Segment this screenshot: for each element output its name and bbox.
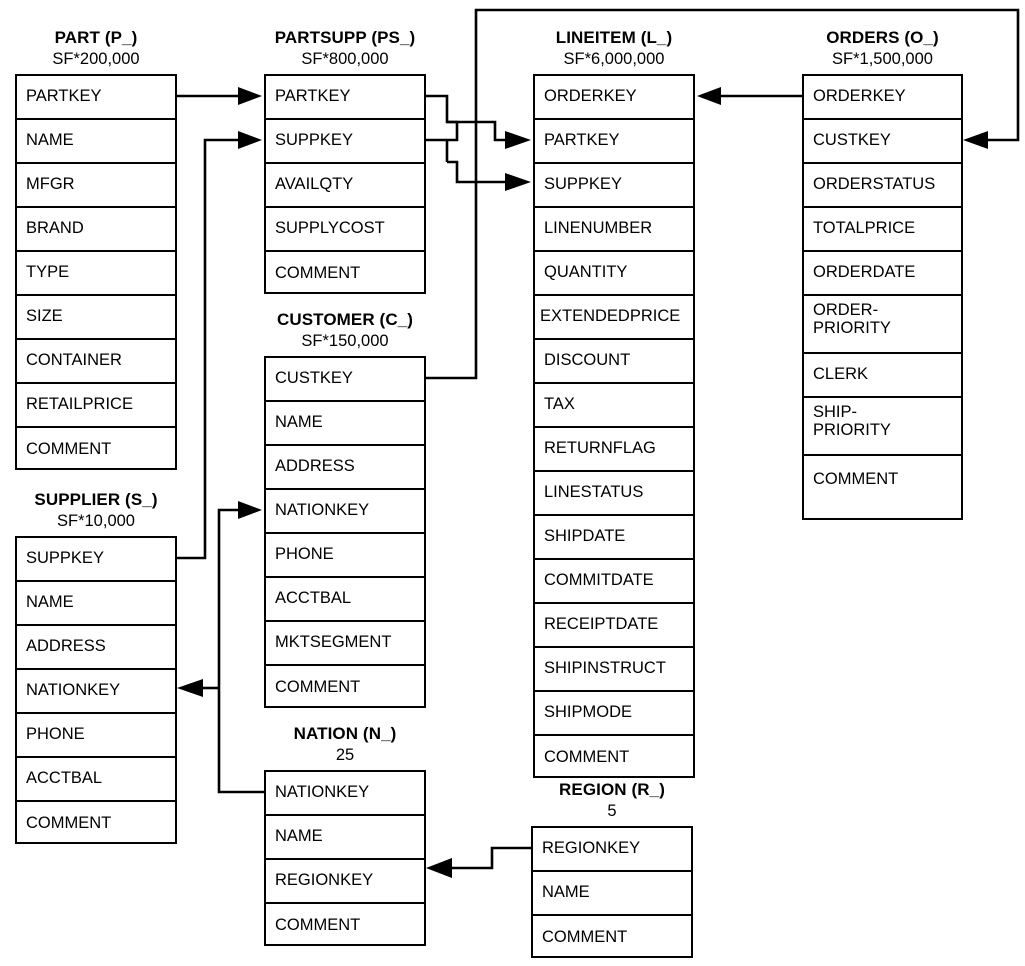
column-row: RECEIPTDATE bbox=[535, 604, 693, 648]
table-part-title: PART (P_) bbox=[54, 28, 138, 47]
wire-supplier-to-partsupp bbox=[177, 131, 262, 560]
column-row: NAME bbox=[266, 816, 424, 860]
wire-region-to-nation bbox=[426, 846, 531, 878]
column-row: COMMENT bbox=[275, 916, 361, 935]
table-region-box: REGIONKEY NAME COMMENT bbox=[531, 826, 693, 958]
column-row: SUPPKEY bbox=[535, 164, 693, 208]
table-region-cardinality: 5 bbox=[607, 802, 617, 820]
column-row: ORDER-PRIORITY bbox=[804, 296, 961, 354]
column-row: NATIONKEY bbox=[266, 772, 424, 816]
column-row: PHONE bbox=[17, 714, 175, 758]
table-customer-box: CUSTKEY NAME ADDRESS NATIONKEY PHONE ACC… bbox=[264, 356, 426, 708]
wire-part-to-partsupp bbox=[177, 87, 262, 105]
column-row: SHIPINSTRUCT bbox=[535, 648, 693, 692]
column-row: COMMENT bbox=[544, 748, 630, 767]
wire-orders-to-lineitem bbox=[697, 87, 802, 105]
column-row: NAME bbox=[266, 402, 424, 446]
table-customer-title: CUSTOMER (C_) bbox=[276, 310, 414, 329]
wire-nation-to-supplier bbox=[177, 679, 219, 697]
table-lineitem-box: ORDERKEY PARTKEY SUPPKEY LINENUMBER QUAN… bbox=[533, 74, 695, 778]
table-partsupp-title: PARTSUPP (PS_) bbox=[274, 28, 416, 47]
column-row: MFGR bbox=[17, 164, 175, 208]
column-row: REGIONKEY bbox=[533, 828, 691, 872]
column-row: ORDERKEY bbox=[804, 76, 961, 120]
table-region-title: REGION (R_) bbox=[559, 780, 665, 799]
table-partsupp-cardinality: SF*800,000 bbox=[301, 50, 389, 68]
column-row: DISCOUNT bbox=[535, 340, 693, 384]
column-row: LINESTATUS bbox=[535, 472, 693, 516]
table-part-box: PARTKEY NAME MFGR BRAND TYPE SIZE CONTAI… bbox=[15, 74, 177, 470]
column-row: PARTKEY bbox=[535, 120, 693, 164]
table-supplier-box: SUPPKEY NAME ADDRESS NATIONKEY PHONE ACC… bbox=[15, 536, 177, 844]
column-row: SHIPDATE bbox=[535, 516, 693, 560]
column-row: COMMENT bbox=[26, 440, 112, 459]
column-row: NATIONKEY bbox=[17, 670, 175, 714]
column-row: PHONE bbox=[266, 534, 424, 578]
column-row: PARTKEY bbox=[266, 76, 424, 120]
column-row: MKTSEGMENT bbox=[266, 622, 424, 666]
column-row: TOTALPRICE bbox=[804, 208, 961, 252]
column-row: EXTENDEDPRICE bbox=[535, 296, 693, 340]
column-row: LINENUMBER bbox=[535, 208, 693, 252]
column-row: NAME bbox=[17, 582, 175, 626]
column-row: COMMENT bbox=[275, 678, 361, 697]
column-row: TYPE bbox=[17, 252, 175, 296]
column-row: ACCTBAL bbox=[266, 578, 424, 622]
table-lineitem-cardinality: SF*6,000,000 bbox=[563, 50, 665, 68]
column-row: SHIP-PRIORITY bbox=[804, 398, 961, 456]
table-orders-title: ORDERS (O_) bbox=[826, 28, 939, 47]
column-row: REGIONKEY bbox=[266, 860, 424, 904]
column-row: CUSTKEY bbox=[804, 120, 961, 164]
column-row: CONTAINER bbox=[17, 340, 175, 384]
wire-nation-to-customer bbox=[217, 501, 264, 794]
table-nation-box: NATIONKEY NAME REGIONKEY COMMENT bbox=[264, 770, 426, 946]
column-row: PARTKEY bbox=[17, 76, 175, 120]
column-row: SUPPKEY bbox=[17, 538, 175, 582]
column-row: QUANTITY bbox=[535, 252, 693, 296]
column-row: SUPPLYCOST bbox=[266, 208, 424, 252]
table-nation-cardinality: 25 bbox=[335, 746, 355, 764]
column-row: CLERK bbox=[804, 354, 961, 398]
column-row: RETAILPRICE bbox=[17, 384, 175, 428]
table-lineitem-title: LINEITEM (L_) bbox=[555, 28, 673, 47]
table-orders-box: ORDERKEY CUSTKEY ORDERSTATUS TOTALPRICE … bbox=[802, 74, 963, 520]
column-row: COMMENT bbox=[542, 928, 628, 947]
column-row: COMMITDATE bbox=[535, 560, 693, 604]
column-row: TAX bbox=[535, 384, 693, 428]
column-row: CUSTKEY bbox=[266, 358, 424, 402]
column-row: ADDRESS bbox=[266, 446, 424, 490]
column-row: SIZE bbox=[17, 296, 175, 340]
column-row: BRAND bbox=[17, 208, 175, 252]
column-row: COMMENT bbox=[275, 264, 361, 283]
column-row: ORDERKEY bbox=[535, 76, 693, 120]
column-row: ORDERDATE bbox=[804, 252, 961, 296]
column-row: ADDRESS bbox=[17, 626, 175, 670]
table-nation-title: NATION (N_) bbox=[293, 724, 397, 743]
column-row: ACCTBAL bbox=[17, 758, 175, 802]
column-row: NAME bbox=[17, 120, 175, 164]
wire-partsupp-to-lineitem bbox=[426, 94, 531, 191]
column-row: SUPPKEY bbox=[266, 120, 424, 164]
column-row: SHIPMODE bbox=[535, 692, 693, 736]
table-orders-cardinality: SF*1,500,000 bbox=[832, 50, 933, 68]
table-supplier-cardinality: SF*10,000 bbox=[57, 512, 135, 530]
table-part-cardinality: SF*200,000 bbox=[52, 50, 140, 68]
column-row: NAME bbox=[533, 872, 691, 916]
column-row: RETURNFLAG bbox=[535, 428, 693, 472]
column-row: COMMENT bbox=[26, 814, 112, 833]
column-row: ORDERSTATUS bbox=[804, 164, 961, 208]
column-row: AVAILQTY bbox=[266, 164, 424, 208]
table-customer-cardinality: SF*150,000 bbox=[301, 332, 389, 350]
table-supplier-title: SUPPLIER (S_) bbox=[34, 490, 158, 509]
column-row: NATIONKEY bbox=[266, 490, 424, 534]
column-row: COMMENT bbox=[813, 470, 899, 489]
table-partsupp-box: PARTKEY SUPPKEY AVAILQTY SUPPLYCOST COMM… bbox=[264, 74, 426, 294]
